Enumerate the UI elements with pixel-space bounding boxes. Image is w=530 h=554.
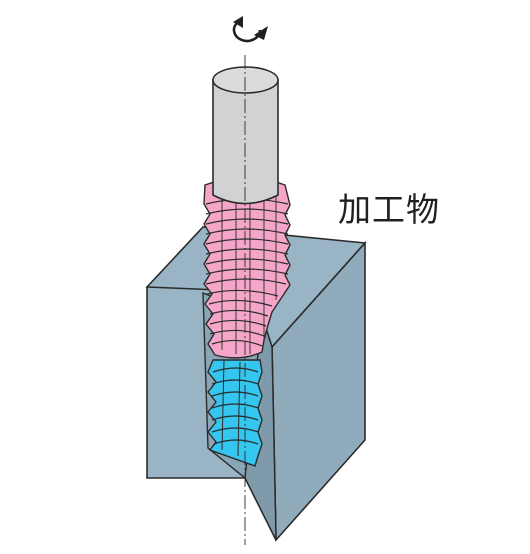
- machined-thread-body: [207, 359, 263, 467]
- machined-thread-ridges: [221, 359, 241, 457]
- rotation-arrow-icon: [232, 16, 268, 43]
- tool-flute-lines: [221, 184, 277, 354]
- machined-thread: [207, 359, 263, 467]
- tool-shank: [212, 66, 279, 205]
- workpiece-label: 加工物: [338, 190, 440, 229]
- machined-thread-lines: [211, 367, 259, 445]
